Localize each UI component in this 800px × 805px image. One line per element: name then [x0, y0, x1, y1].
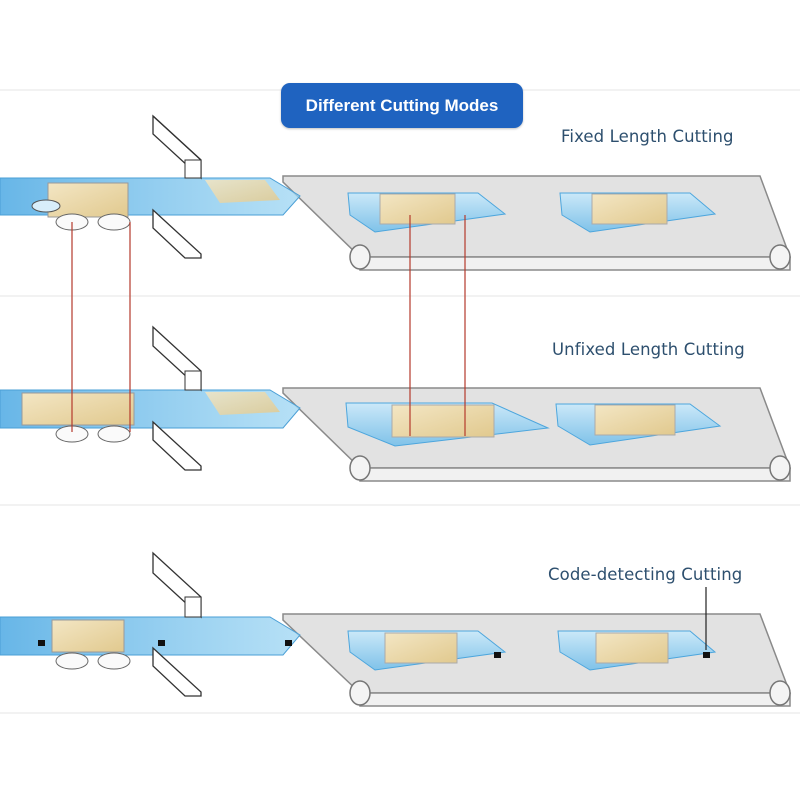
feed-roller — [97, 213, 131, 231]
feed-roller — [31, 199, 61, 213]
cutter-blades — [152, 114, 202, 259]
feed-roller — [55, 652, 89, 670]
registration-mark — [703, 652, 710, 658]
mode-label-fixed-length: Fixed Length Cutting — [561, 127, 734, 146]
product — [594, 404, 676, 436]
roller — [769, 680, 791, 706]
feed-roller — [97, 425, 131, 443]
conveyor-belt — [282, 387, 792, 482]
film-feed — [0, 616, 301, 670]
bag — [557, 630, 717, 671]
conveyor-belt — [282, 175, 792, 271]
bag — [559, 192, 717, 233]
roller — [769, 244, 791, 270]
bag — [347, 630, 507, 671]
registration-mark — [158, 640, 165, 646]
registration-mark — [494, 652, 501, 658]
diagram-title: Different Cutting Modes — [281, 83, 523, 128]
product — [391, 404, 495, 438]
product — [21, 392, 135, 426]
roller — [349, 680, 371, 706]
roller — [769, 455, 791, 481]
registration-mark — [285, 640, 292, 646]
film-feed — [0, 177, 301, 231]
cutter-blades — [152, 325, 202, 471]
film-feed — [0, 389, 301, 443]
mode-label-code-detecting: Code-detecting Cutting — [548, 565, 743, 584]
cutter-blades — [152, 551, 202, 697]
product — [384, 632, 458, 664]
mode-label-unfixed-length: Unfixed Length Cutting — [552, 340, 745, 359]
code-detecting-row — [0, 551, 792, 707]
product — [595, 632, 669, 664]
product — [51, 619, 125, 653]
product — [591, 193, 668, 225]
conveyor-belt — [282, 613, 792, 707]
feed-roller — [97, 652, 131, 670]
roller — [349, 244, 371, 270]
product — [379, 193, 456, 225]
roller — [349, 455, 371, 481]
bag — [347, 192, 507, 233]
bag — [345, 402, 550, 447]
bag — [555, 403, 722, 446]
product — [47, 182, 129, 218]
registration-mark — [38, 640, 45, 646]
